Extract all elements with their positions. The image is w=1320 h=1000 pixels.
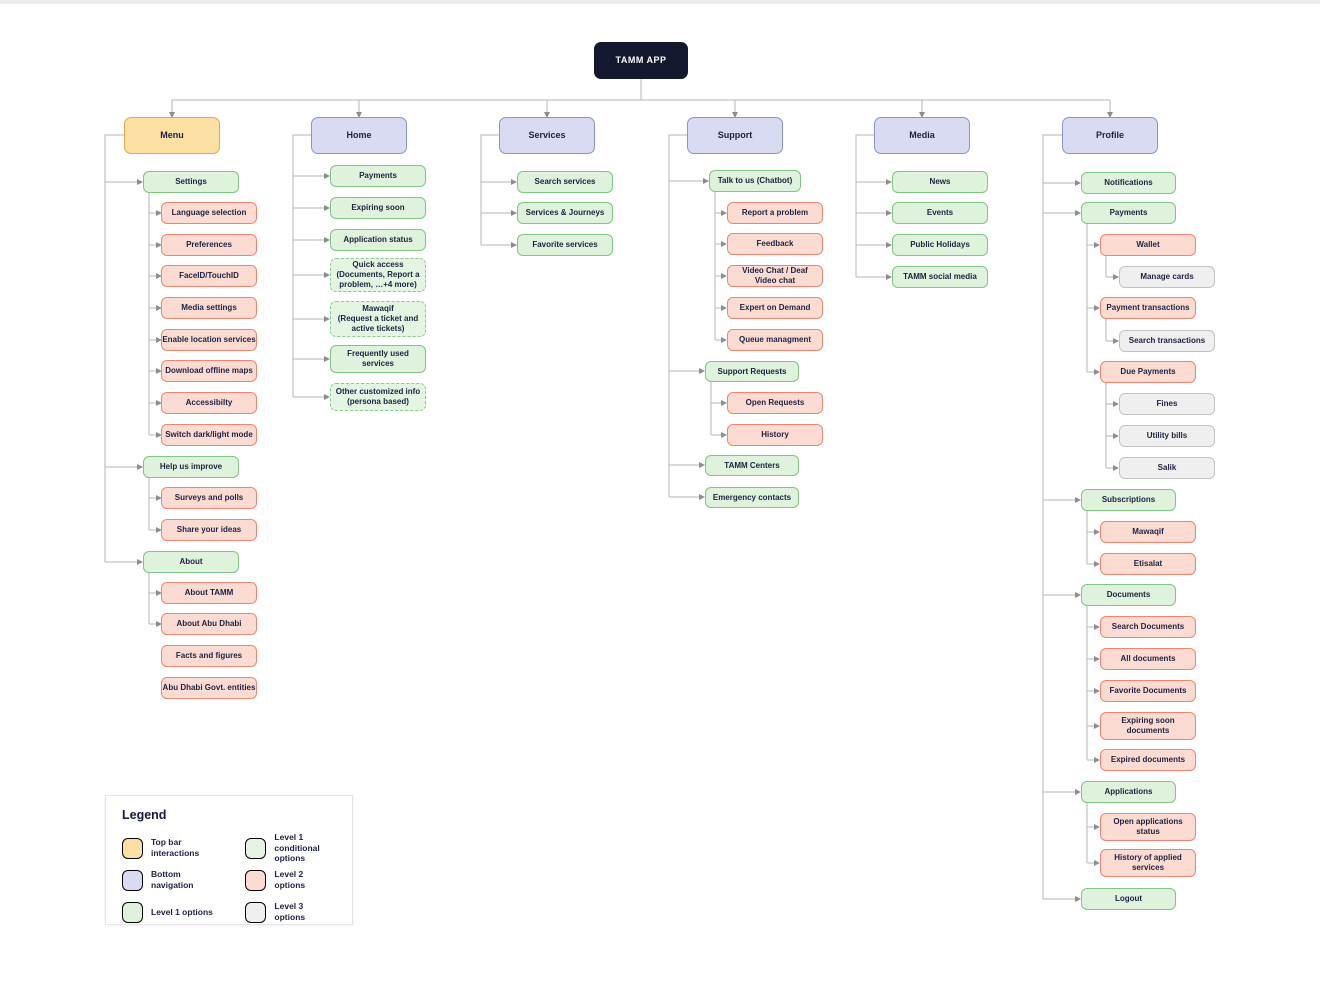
node-tamm-centers: TAMM Centers <box>705 455 799 476</box>
node-profile: Profile <box>1062 117 1158 154</box>
node-home: Home <box>311 117 407 154</box>
node-all-documents: All documents <box>1100 648 1196 670</box>
level2-swatch-icon <box>245 869 267 891</box>
node-news: News <box>892 171 988 193</box>
node-tamm-app: TAMM APP <box>594 42 688 79</box>
legend-label: Top bar interactions <box>151 837 200 858</box>
legend-grid: Top bar interactions Bottom navigation L… <box>122 832 336 928</box>
legend-label: Bottom navigation <box>151 869 194 890</box>
node-facts-and-figures: Facts and figures <box>161 645 257 667</box>
node-wallet: Wallet <box>1100 234 1196 256</box>
legend-panel: Legend Top bar interactions Bottom navig… <box>105 795 353 925</box>
legend-item-level2: Level 2 options <box>245 869 336 891</box>
node-payments-profile: Payments <box>1081 202 1176 224</box>
node-services: Services <box>499 117 595 154</box>
node-subscriptions: Subscriptions <box>1081 489 1176 511</box>
node-due-payments: Due Payments <box>1100 361 1196 383</box>
node-accessibility: Accessibilty <box>161 392 257 414</box>
node-queue-management: Queue managment <box>727 329 823 351</box>
node-etisalat: Etisalat <box>1100 553 1196 575</box>
node-faceid-touchid: FaceID/TouchID <box>161 265 257 287</box>
level1-conditional-swatch-icon <box>245 837 267 859</box>
node-talk-to-us-chatbot: Talk to us (Chatbot) <box>709 170 801 192</box>
node-fines: Fines <box>1119 393 1215 415</box>
legend-label: Level 1 options <box>151 906 213 917</box>
node-expert-on-demand: Expert on Demand <box>727 297 823 319</box>
legend-label: Level 2 options <box>274 869 306 890</box>
node-logout: Logout <box>1081 888 1176 910</box>
node-applications: Applications <box>1081 781 1176 803</box>
node-services-journeys: Services & Journeys <box>517 202 613 224</box>
level3-swatch-icon <box>245 901 267 923</box>
node-feedback: Feedback <box>727 233 823 255</box>
bottomnav-swatch-icon <box>122 869 143 891</box>
node-support: Support <box>687 117 783 154</box>
node-mawaqif-profile: Mawaqif <box>1100 521 1196 543</box>
node-expiring-soon: Expiring soon <box>330 197 426 219</box>
node-media-settings: Media settings <box>161 297 257 319</box>
node-tamm-social-media: TAMM social media <box>892 266 988 288</box>
node-expired-documents: Expired documents <box>1100 749 1196 771</box>
node-emergency-contacts: Emergency contacts <box>705 487 799 508</box>
node-payment-transactions: Payment transactions <box>1100 297 1196 319</box>
node-favorite-services: Favorite services <box>517 234 613 256</box>
node-video-chat-deaf: Video Chat / Deaf Video chat <box>727 265 823 287</box>
node-switch-dark-light-mode: Switch dark/light mode <box>161 424 257 446</box>
legend-item-topbar: Top bar interactions <box>122 837 215 859</box>
node-utility-bills: Utility bills <box>1119 425 1215 447</box>
node-mawaqif-home: Mawaqif (Request a ticket and active tic… <box>330 301 426 337</box>
node-about-tamm: About TAMM <box>161 582 257 604</box>
node-share-your-ideas: Share your ideas <box>161 519 257 541</box>
node-documents: Documents <box>1081 584 1176 606</box>
node-report-a-problem: Report a problem <box>727 202 823 224</box>
node-search-documents: Search Documents <box>1100 616 1196 638</box>
node-public-holidays: Public Holidays <box>892 234 988 256</box>
node-about: About <box>143 551 239 573</box>
legend-item-bottomnav: Bottom navigation <box>122 869 215 891</box>
topbar-swatch-icon <box>122 837 143 859</box>
node-history-of-applied-services: History of applied services <box>1100 849 1196 877</box>
legend-title: Legend <box>122 808 167 822</box>
node-payments-home: Payments <box>330 165 426 187</box>
node-events: Events <box>892 202 988 224</box>
node-enable-location-services: Enable location services <box>161 329 257 351</box>
legend-item-level1-conditional: Level 1 conditional options <box>245 832 336 864</box>
node-expiring-soon-documents: Expiring soon documents <box>1100 712 1196 740</box>
node-notifications: Notifications <box>1081 172 1176 194</box>
node-help-us-improve: Help us improve <box>143 456 239 478</box>
node-abu-dhabi-govt-entities: Abu Dhabi Govt. entities <box>161 677 257 699</box>
level1-swatch-icon <box>122 901 143 923</box>
node-download-offline-maps: Download offline maps <box>161 360 257 382</box>
node-search-services: Search services <box>517 171 613 193</box>
node-manage-cards: Manage cards <box>1119 266 1215 288</box>
node-application-status: Application status <box>330 229 426 251</box>
node-preferences: Preferences <box>161 234 257 256</box>
node-salik: Salik <box>1119 457 1215 479</box>
node-search-transactions: Search transactions <box>1119 330 1215 352</box>
node-favorite-documents: Favorite Documents <box>1100 680 1196 702</box>
node-about-abu-dhabi: About Abu Dhabi <box>161 613 257 635</box>
node-menu: Menu <box>124 117 220 154</box>
node-open-applications-status: Open applications status <box>1100 813 1196 841</box>
node-history: History <box>727 424 823 446</box>
legend-item-level1: Level 1 options <box>122 901 215 923</box>
node-media: Media <box>874 117 970 154</box>
legend-label: Level 3 options <box>274 901 306 922</box>
node-language-selection: Language selection <box>161 202 257 224</box>
legend-item-level3: Level 3 options <box>245 901 336 923</box>
node-surveys-and-polls: Surveys and polls <box>161 487 257 509</box>
node-open-requests: Open Requests <box>727 392 823 414</box>
node-other-customized-info: Other customized info (persona based) <box>330 383 426 411</box>
legend-label: Level 1 conditional options <box>274 832 320 864</box>
node-frequently-used-services: Frequently used services <box>330 345 426 373</box>
node-quick-access: Quick access (Documents, Report a proble… <box>330 258 426 292</box>
canvas-top-edge <box>0 0 1320 4</box>
node-support-requests: Support Requests <box>705 361 799 382</box>
node-settings: Settings <box>143 171 239 193</box>
